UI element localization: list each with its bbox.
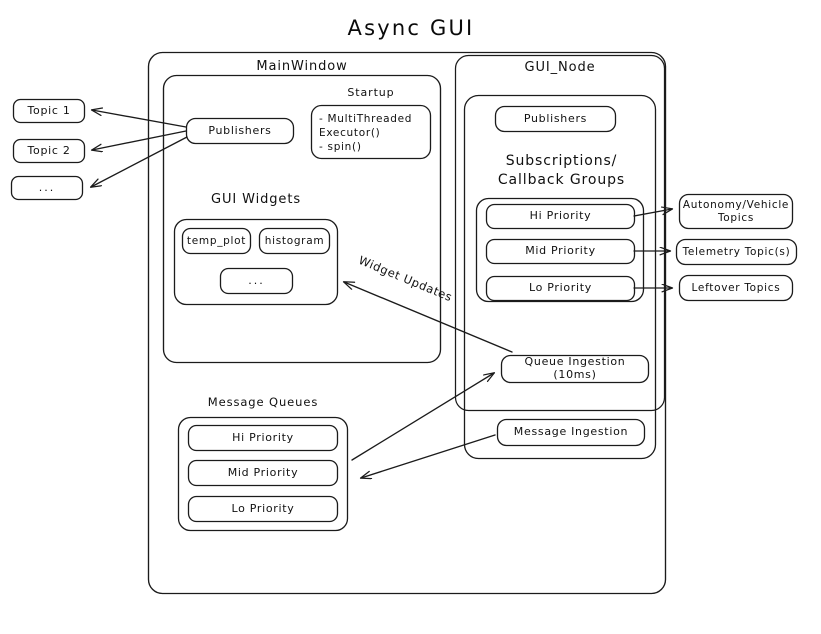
- message-queues-panel: [177, 416, 349, 532]
- startup-items: - MultiThreaded Executor() - spin(): [319, 112, 413, 154]
- edge-publishers-topic1: [92, 110, 187, 128]
- edge-hi-autonomy: [633, 209, 672, 217]
- topic-label-3[interactable]: ...: [38, 180, 56, 194]
- edge-message-ingestion-to-queues: [361, 434, 496, 478]
- message-ingestion-box: [496, 418, 646, 447]
- widget-label-temp-plot[interactable]: temp_plot: [186, 234, 247, 247]
- edge-queues-to-queue-ingestion: [351, 373, 494, 461]
- widget-label-histogram[interactable]: histogram: [264, 234, 325, 247]
- edge-publishers-topic2: [92, 130, 187, 150]
- message-queue-lo: [187, 495, 339, 523]
- right-topic-label-autonomy[interactable]: Autonomy/Vehicle Topics: [682, 199, 790, 224]
- startup-box: [310, 104, 432, 160]
- subscriptions-caption: Subscriptions/ Callback Groups: [497, 153, 626, 188]
- message-ingestion-label[interactable]: Message Ingestion: [513, 425, 629, 439]
- mainwindow-frame: [162, 74, 442, 364]
- guinode-inner-panel: [463, 94, 657, 460]
- right-topic-label-leftover[interactable]: Leftover Topics: [691, 281, 781, 294]
- subscriptions-panel: [475, 197, 645, 303]
- message-queue-label-hi[interactable]: Hi Priority: [232, 430, 294, 444]
- widget-box-more: [219, 267, 294, 295]
- right-topic-autonomy: [678, 193, 794, 230]
- message-queue-label-lo[interactable]: Lo Priority: [231, 501, 295, 515]
- subscription-label-hi[interactable]: Hi Priority: [529, 209, 592, 223]
- guinode-caption: GUI_Node: [524, 60, 596, 75]
- queue-ingestion-box: [500, 354, 650, 384]
- mainwindow-caption: MainWindow: [256, 59, 348, 74]
- message-queues-caption: Message Queues: [207, 395, 319, 409]
- outer-frame: [147, 51, 667, 595]
- queue-ingestion-label[interactable]: Queue Ingestion (10ms): [524, 355, 626, 381]
- message-queue-label-mid[interactable]: Mid Priority: [227, 465, 299, 479]
- message-queue-mid: [187, 459, 339, 487]
- startup-caption: Startup: [347, 86, 395, 99]
- mainwindow-publishers-label[interactable]: Publishers: [208, 123, 272, 137]
- topic-box-1: [12, 98, 86, 124]
- edge-publishers-topic3: [91, 136, 188, 187]
- edge-widget-updates: [344, 282, 513, 353]
- topic-label-2[interactable]: Topic 2: [27, 143, 71, 157]
- guinode-frame: [454, 54, 666, 412]
- subscription-label-mid[interactable]: Mid Priority: [525, 244, 596, 258]
- widget-label-more[interactable]: ...: [248, 273, 265, 287]
- gui-widgets-panel: [173, 218, 339, 306]
- gui-widgets-caption: GUI Widgets: [210, 192, 301, 207]
- topic-box-3: [10, 175, 84, 201]
- widget-box-temp-plot: [181, 227, 252, 255]
- guinode-publishers-box: [494, 105, 617, 133]
- right-topic-leftover: [678, 274, 794, 302]
- message-queue-hi: [187, 424, 339, 452]
- guinode-publishers-label[interactable]: Publishers: [523, 111, 588, 125]
- widget-box-histogram: [258, 227, 331, 255]
- topic-box-2: [12, 138, 86, 164]
- subscription-label-lo[interactable]: Lo Priority: [528, 281, 592, 295]
- page-title: Async GUI: [347, 16, 475, 40]
- right-topic-telemetry: [675, 238, 798, 266]
- right-topic-label-telemetry[interactable]: Telemetry Topic(s): [682, 245, 791, 258]
- topic-label-1[interactable]: Topic 1: [27, 103, 71, 117]
